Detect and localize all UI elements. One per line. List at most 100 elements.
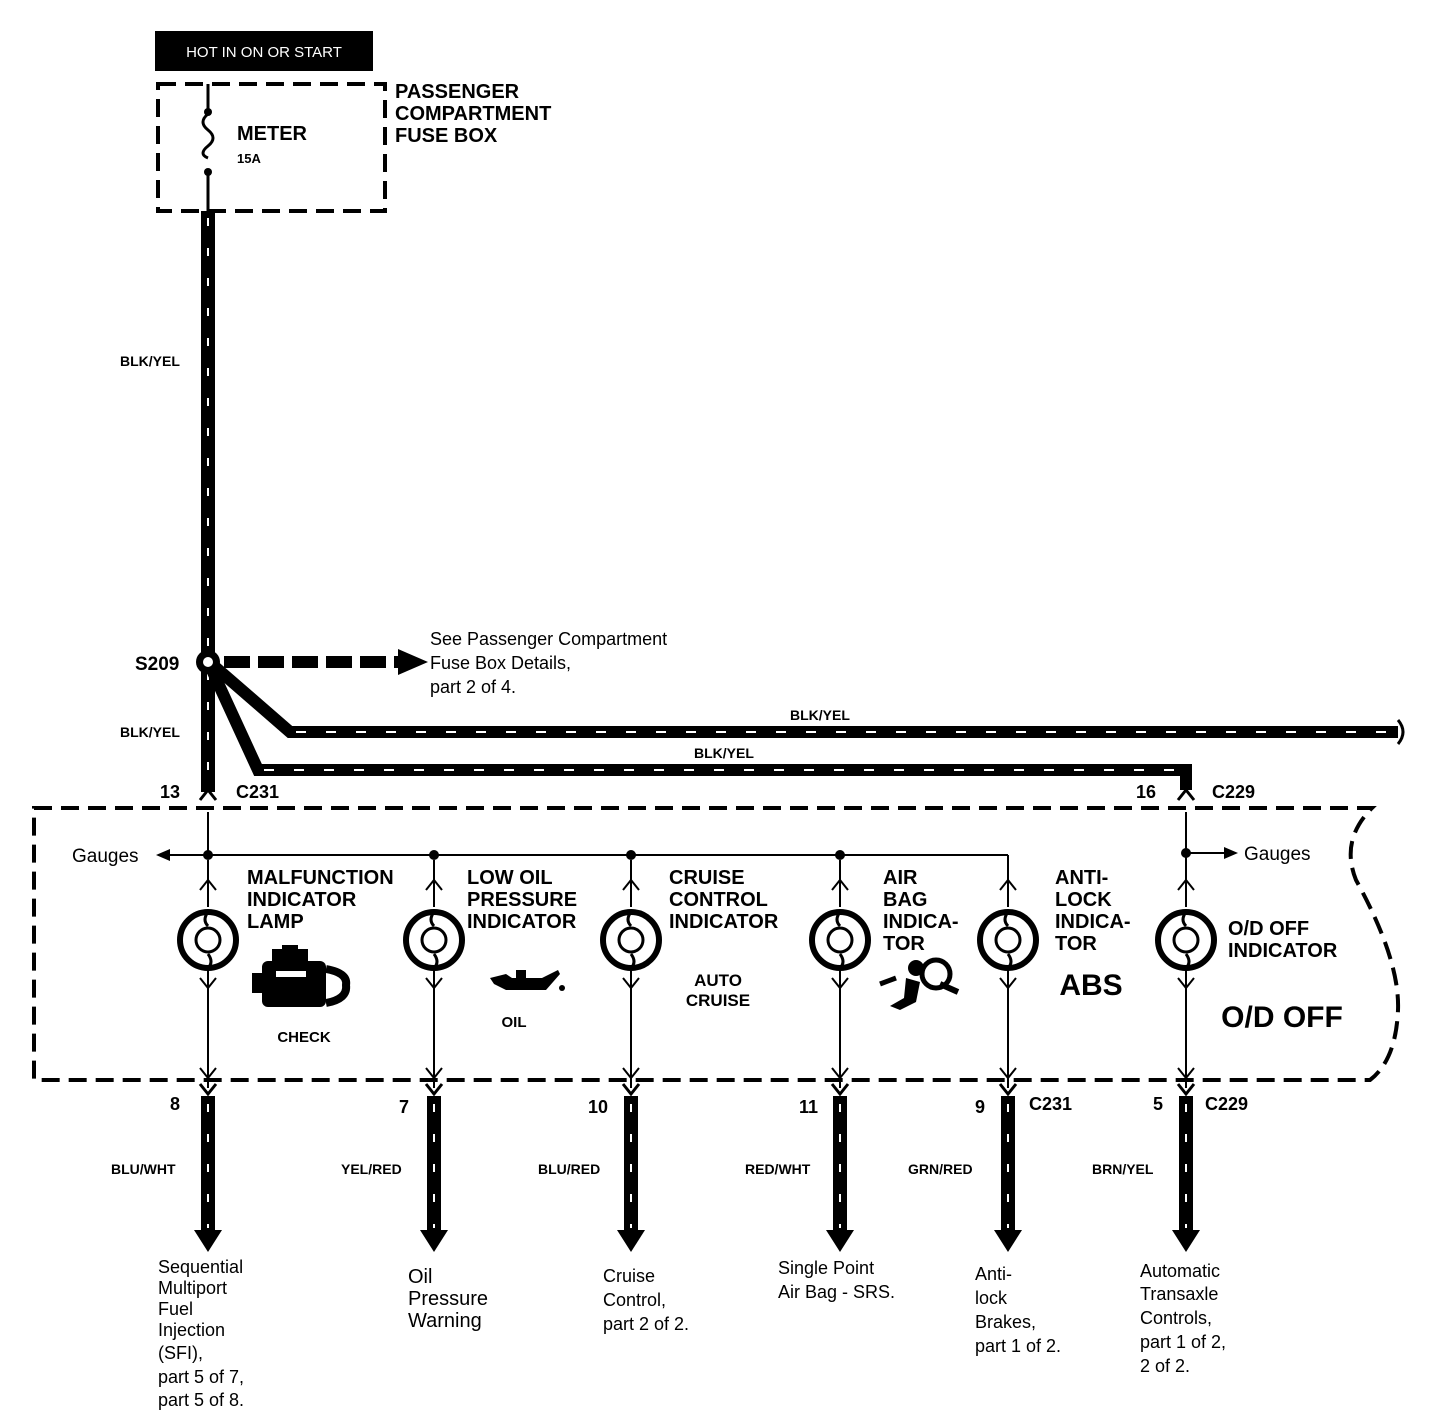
power-source-label: HOT IN ON OR START <box>155 31 373 71</box>
output-wire-cruise <box>617 1096 645 1252</box>
down-arrow-icon <box>994 1230 1022 1252</box>
bulb-abs <box>977 860 1039 1097</box>
wire-label-malfunction: BLU/WHT <box>111 1161 176 1177</box>
wire-label-od: BRN/YEL <box>1092 1161 1154 1177</box>
connector-top-left: 13 C231 <box>160 782 279 802</box>
bulb-airbag <box>809 860 871 1097</box>
od-title-line1: O/D OFF <box>1228 918 1309 940</box>
svg-text:Pressure: Pressure <box>408 1288 488 1310</box>
oil-title-line2: PRESSURE <box>467 889 577 911</box>
branch-wire-lower: BLK/YEL <box>206 667 1192 790</box>
splice-lower-wire-label: BLK/YEL <box>120 724 180 740</box>
abs-title-line3: INDICA- <box>1055 911 1131 933</box>
destination-od: Automatic Transaxle Controls, part 1 of … <box>1140 1261 1226 1376</box>
branch-upper-wire-label: BLK/YEL <box>790 707 850 723</box>
wire-label-cruise: BLU/RED <box>538 1161 600 1177</box>
svg-text:Cruise: Cruise <box>603 1266 655 1286</box>
output-wire-abs <box>994 1096 1022 1252</box>
reference-arrow-icon <box>398 649 428 675</box>
abs-caption: ABS <box>1059 969 1122 1002</box>
svg-text:Single Point: Single Point <box>778 1258 874 1278</box>
wire-label-oil: YEL/RED <box>341 1161 402 1177</box>
airbag-title-line1: AIR <box>883 867 918 889</box>
malfunction-title-line1: MALFUNCTION <box>247 867 394 889</box>
fuse-box-title-line2: COMPARTMENT <box>395 103 551 125</box>
abs-title-line2: LOCK <box>1055 889 1112 911</box>
splice-name: S209 <box>135 654 179 675</box>
oil-title-line1: LOW OIL <box>467 867 553 889</box>
cruise-title-line1: CRUISE <box>669 867 745 889</box>
connector-bottom-right-name: C229 <box>1205 1094 1248 1114</box>
svg-text:part 2 of 2.: part 2 of 2. <box>603 1314 689 1334</box>
destination-cruise: Cruise Control, part 2 of 2. <box>603 1266 689 1334</box>
connector-top-right-pin: 16 <box>1136 782 1156 802</box>
indicator-titles: MALFUNCTION INDICATOR LAMP LOW OIL PRESS… <box>247 867 1338 962</box>
svg-text:Warning: Warning <box>408 1310 482 1332</box>
pin-cruise: 10 <box>588 1097 608 1117</box>
fuse-box-title-line3: FUSE BOX <box>395 125 498 147</box>
gauges-right-arrow-icon <box>1224 847 1238 859</box>
cruise-caption-line1: AUTO <box>694 971 742 990</box>
connector-top-left-pin: 13 <box>160 782 180 802</box>
fuse-name: METER <box>237 123 308 145</box>
output-wire-malfunction <box>194 1096 222 1252</box>
od-caption: O/D OFF <box>1221 1001 1343 1034</box>
oil-can-icon <box>490 970 565 991</box>
pin-oil: 7 <box>399 1097 409 1117</box>
connector-top-right: 16 C229 <box>1136 782 1255 802</box>
main-feed-wire-label: BLK/YEL <box>120 353 180 369</box>
svg-text:part 1 of 2.: part 1 of 2. <box>975 1336 1061 1356</box>
svg-text:Multiport: Multiport <box>158 1278 227 1298</box>
malfunction-caption: CHECK <box>277 1029 331 1046</box>
svg-text:(SFI),: (SFI), <box>158 1343 203 1363</box>
abs-title-line1: ANTI- <box>1055 867 1108 889</box>
destination-oil: Oil Pressure Warning <box>408 1266 488 1332</box>
malfunction-title-line3: LAMP <box>247 911 304 933</box>
output-wire-labels: BLU/WHT YEL/RED BLU/RED RED/WHT GRN/RED … <box>111 1161 1154 1177</box>
svg-text:part 5 of 7,: part 5 of 7, <box>158 1367 244 1387</box>
wire-label-abs: GRN/RED <box>908 1161 973 1177</box>
branch-wire-upper: BLK/YEL <box>210 661 1405 745</box>
cruise-title-line2: CONTROL <box>669 889 768 911</box>
down-arrow-icon <box>1172 1230 1200 1252</box>
svg-text:HOT IN ON OR START: HOT IN ON OR START <box>186 44 342 61</box>
splice-reference-line2: Fuse Box Details, <box>430 653 571 673</box>
fuse-icon <box>201 112 215 160</box>
pin-od: 5 <box>1153 1094 1163 1114</box>
airbag-title-line4: TOR <box>883 933 925 955</box>
output-pins: 8 7 10 11 9 5 <box>170 1094 1163 1117</box>
branch-lower-wire-label: BLK/YEL <box>694 745 754 761</box>
splice-reference-line1: See Passenger Compartment <box>430 629 667 649</box>
fuse-box-title-line1: PASSENGER <box>395 81 520 103</box>
svg-text:Anti-: Anti- <box>975 1264 1012 1284</box>
output-wire-od-off <box>1172 1096 1200 1252</box>
main-feed-wire: BLK/YEL <box>120 211 215 662</box>
destination-airbag: Single Point Air Bag - SRS. <box>778 1258 895 1302</box>
fuse-box: PASSENGER COMPARTMENT FUSE BOX METER 15A <box>156 81 551 213</box>
connector-top-right-name: C229 <box>1212 782 1255 802</box>
svg-text:Oil: Oil <box>408 1266 432 1288</box>
svg-text:Fuel: Fuel <box>158 1299 193 1319</box>
gauges-right-label: Gauges <box>1244 844 1311 865</box>
svg-text:lock: lock <box>975 1288 1008 1308</box>
gauges-left-label: Gauges <box>72 846 139 867</box>
bulb-cruise <box>600 860 662 1097</box>
svg-text:part 5 of 8.: part 5 of 8. <box>158 1390 244 1410</box>
bulb-oil-pressure <box>403 860 465 1097</box>
cruise-title-line3: INDICATOR <box>669 911 779 933</box>
cruise-caption-line2: CRUISE <box>686 991 750 1010</box>
malfunction-title-line2: INDICATOR <box>247 889 357 911</box>
svg-text:Injection: Injection <box>158 1320 225 1340</box>
pin-airbag: 11 <box>799 1097 818 1117</box>
bulb-od-off <box>1155 860 1217 1097</box>
oil-caption: OIL <box>502 1014 527 1031</box>
down-arrow-icon <box>194 1230 222 1252</box>
svg-text:Control,: Control, <box>603 1290 666 1310</box>
svg-text:Sequential: Sequential <box>158 1257 243 1277</box>
output-wire-oil-pressure <box>420 1096 448 1252</box>
indicator-bulbs <box>177 860 1217 1252</box>
engine-icon <box>252 945 351 1007</box>
svg-text:Brakes,: Brakes, <box>975 1312 1036 1332</box>
destination-abs: Anti- lock Brakes, part 1 of 2. <box>975 1264 1061 1356</box>
